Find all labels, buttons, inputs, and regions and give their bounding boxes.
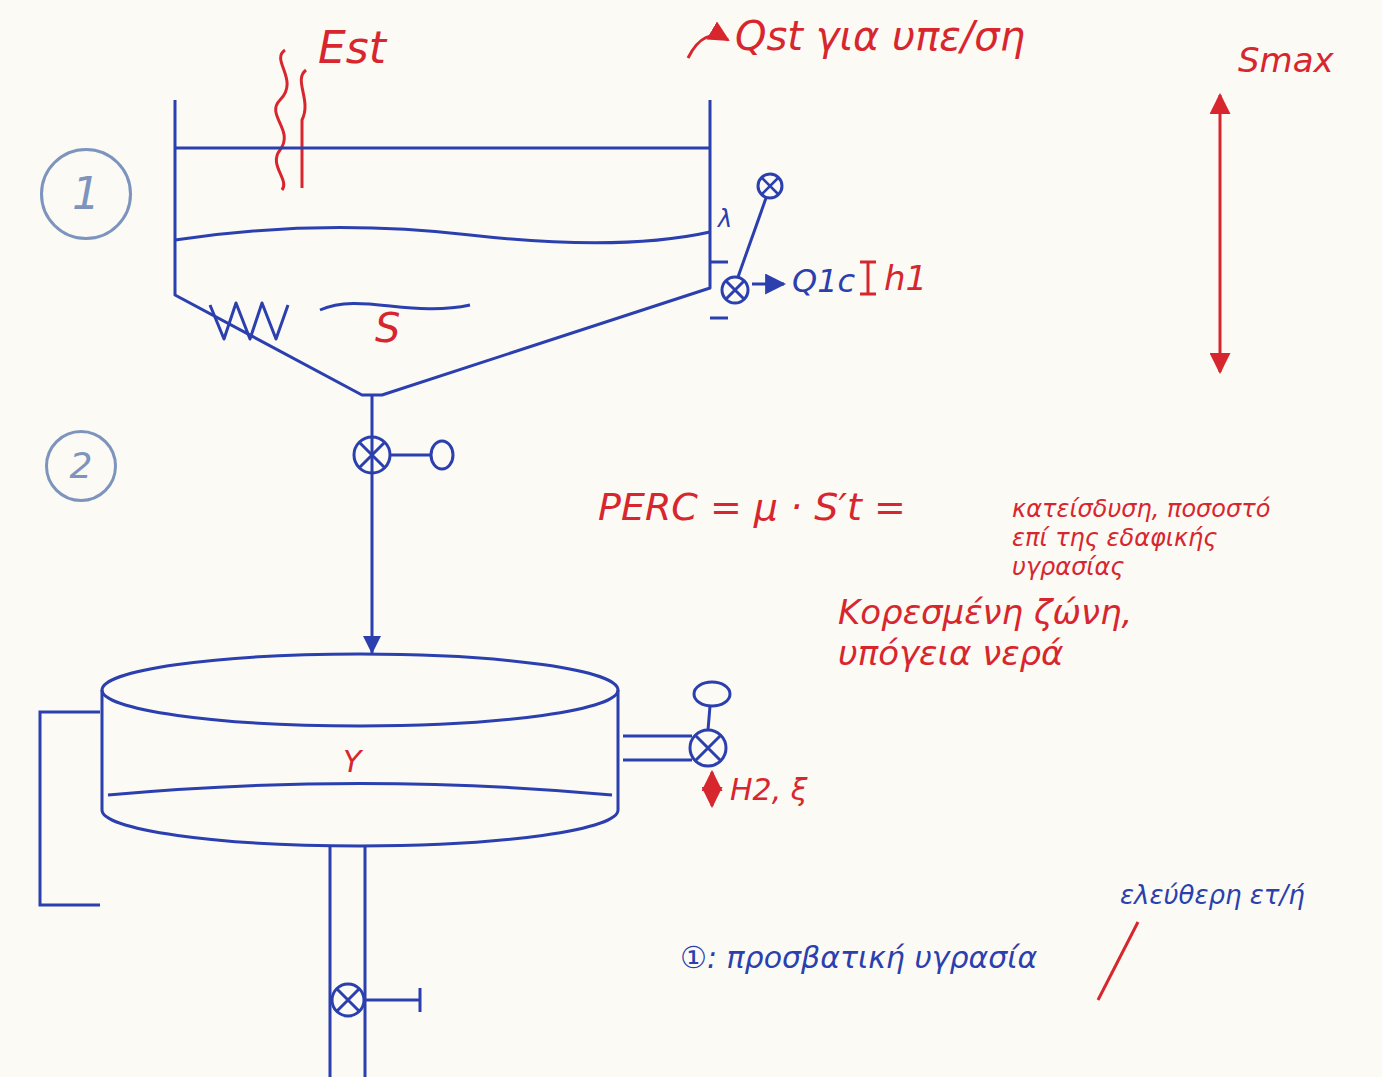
valve-cross [696, 736, 720, 760]
tank-outline [170, 100, 715, 400]
percolation-note: κατείσδυση, ποσοστό επί της εδαφικής υγρ… [1012, 495, 1312, 581]
callout-number: 1 [72, 169, 100, 220]
tank-outline-stroke [175, 228, 710, 243]
evaporation-wave [276, 50, 287, 190]
tank-outline-stroke [102, 690, 618, 846]
valve-stem [738, 198, 766, 277]
zone-note: Κορεσμένη ζώνη, υπόγεια νερά [838, 592, 1178, 674]
tank-outline-stroke [108, 784, 612, 796]
valve-symbol [690, 730, 726, 766]
overflow-arrow [688, 36, 728, 58]
outflow-arrow [752, 283, 784, 286]
valve-handle [431, 441, 453, 469]
evaporation-wave [301, 70, 306, 188]
circled-number: 2 [45, 430, 117, 502]
pipe-connector [371, 395, 374, 654]
outlet-pipe [623, 736, 692, 760]
tank-outline-stroke [210, 303, 288, 339]
circled-number: 1 [40, 148, 132, 240]
outlet-pipe [710, 262, 728, 318]
upper-soil-tank: S [170, 100, 715, 400]
valve-cross [337, 989, 359, 1011]
storage-symbol: Y [343, 745, 361, 780]
valve-stem [708, 706, 710, 730]
tank-outline-stroke [175, 100, 710, 395]
storage-symbol: S [375, 305, 400, 351]
height-bar [860, 262, 876, 294]
valve-cross [762, 178, 778, 194]
outlet-pipe [330, 846, 365, 1077]
valve-handle [758, 174, 782, 198]
valve-stem [364, 988, 420, 1012]
height-arrow [711, 772, 714, 806]
leader-line [1098, 922, 1138, 1000]
callout-number: 2 [70, 445, 93, 486]
valve-handle [694, 682, 730, 706]
valve-stem [390, 454, 430, 457]
groundwater-tank: Y [98, 650, 623, 850]
capacity-arrow [1219, 95, 1222, 372]
valve-cross [726, 281, 744, 299]
valve-symbol [332, 984, 364, 1016]
valve-symbol [722, 277, 748, 303]
bracket [40, 712, 100, 905]
tank-outline-stroke [175, 147, 710, 150]
tank-outline-stroke [102, 654, 618, 726]
